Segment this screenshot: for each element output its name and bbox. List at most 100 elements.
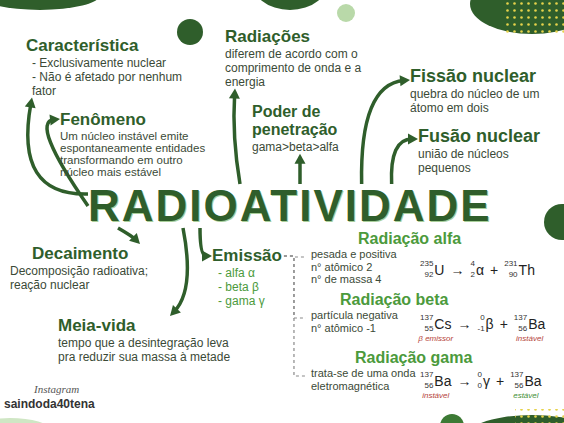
equation-operator: +: [490, 263, 498, 277]
node-heading: Meia-vida: [58, 316, 236, 336]
connector-line: [391, 139, 412, 184]
nuclide-number: 56: [518, 325, 527, 333]
arrow-head: [202, 251, 212, 262]
radiation-node: Radiação alfapesada e positivan° atômico…: [306, 230, 486, 286]
element-symbol: γ: [483, 374, 490, 388]
node-heading: Emissão: [212, 246, 282, 266]
nuclide-number: 137: [420, 371, 433, 379]
element-symbol: Ba: [528, 317, 545, 331]
connector-line: [284, 256, 306, 318]
nuclide-number: 235: [420, 260, 433, 268]
topic-node: Emissão- alfa α- beta β- gama γ: [212, 246, 282, 308]
pale-circle: [337, 4, 355, 22]
node-body: trata-se de uma onda eletromagnética: [306, 367, 416, 392]
nuclide-number: 137: [420, 314, 433, 322]
node-heading: Radiação beta: [306, 291, 486, 309]
nuclide-number: 56: [515, 382, 524, 390]
nuclide-number: 2: [470, 271, 474, 279]
connector-line: [234, 95, 240, 184]
connector-line: [174, 228, 187, 312]
element-symbol: Ba: [524, 374, 541, 388]
dot-pattern: [505, 0, 564, 36]
equation-operator: →: [457, 317, 471, 331]
nuclide-note: β emissor: [418, 335, 453, 343]
topic-node: Meia-vidatempo que a desintegração leva …: [58, 316, 236, 364]
topic-node: Característica- Exclusivamente nuclear- …: [26, 36, 208, 98]
dashed-connector: [284, 256, 306, 376]
node-heading: Poder de penetração: [252, 103, 360, 140]
bottom-circle: [440, 414, 464, 423]
nuclide-number: 55: [424, 325, 433, 333]
topic-node: FenômenoUm núcleo instável emite esponta…: [60, 110, 215, 178]
nuclide-number: 0: [477, 382, 481, 390]
topic-node: Fissão nuclearquebra do núcleo de um áto…: [410, 66, 558, 115]
node-body: - beta β: [212, 280, 282, 294]
nuclide-number: 0: [480, 314, 484, 322]
element-symbol: Ba: [434, 374, 451, 388]
element-symbol: Th: [519, 263, 535, 277]
node-body: gama>beta>alfa: [252, 140, 360, 154]
watermark-script: Instagram: [34, 384, 79, 395]
node-body: - Exclusivamente nuclear: [26, 56, 208, 70]
arrow-connector: [229, 89, 240, 184]
arrow-head: [50, 115, 60, 126]
nuclide-note: estável: [513, 392, 538, 400]
node-body: n° atômico -1: [306, 322, 416, 335]
node-heading: Fusão nuclear: [418, 126, 558, 147]
top-circle: [250, 0, 330, 10]
nuclide-number: 0: [477, 371, 481, 379]
element-symbol: β: [486, 317, 494, 331]
node-body: diferem de acordo com o comprimento de o…: [225, 47, 370, 89]
arrow-connector: [170, 228, 187, 316]
arrow-connector: [362, 75, 410, 184]
arrow-head: [129, 233, 140, 244]
node-heading: Característica: [26, 36, 208, 56]
node-body: - gama γ: [212, 294, 282, 308]
watermark: saindoda40tena: [4, 398, 95, 410]
nuclide-note: instável: [516, 335, 543, 343]
node-heading: Radiação alfa: [306, 230, 486, 248]
node-heading: Decaimento: [10, 244, 180, 264]
element-symbol: U: [434, 263, 444, 277]
dashed-connector: [284, 256, 306, 257]
arrow-connector: [295, 154, 306, 184]
topic-node: Poder de penetraçãogama>beta>alfa: [252, 103, 360, 154]
arrow-connector: [200, 228, 212, 262]
node-heading: Radiações: [225, 27, 370, 47]
arrow-head: [295, 154, 306, 164]
nuclide-number: 231: [504, 260, 517, 268]
pale-blob: [0, 418, 50, 423]
arrow-head: [170, 305, 181, 316]
node-body: tempo que a desintegração leva pra reduz…: [58, 336, 236, 364]
nuclide-number: 56: [424, 382, 433, 390]
node-body: Decomposição radioativa; reação nuclear: [10, 264, 180, 292]
arrow-head: [408, 134, 418, 145]
dashed-connector: [284, 256, 306, 318]
arrow-head: [25, 98, 36, 109]
equation-operator: +: [500, 317, 508, 331]
nuclide-number: 137: [510, 371, 523, 379]
node-body: - Não é afetado por nenhum fator: [26, 70, 208, 98]
nuclide-number: 92: [424, 271, 433, 279]
nuclide-number: 90: [509, 271, 518, 279]
small-circle: [177, 19, 203, 45]
nuclide-note: instável: [422, 392, 449, 400]
nuclide-number: -1: [477, 325, 484, 333]
arrow-head: [229, 89, 240, 99]
connector-line: [284, 256, 306, 257]
node-body: pesada e positiva: [306, 248, 416, 261]
topic-node: Fusão nuclearunião de núcleos pequenos: [418, 126, 558, 175]
node-heading: Fissão nuclear: [410, 66, 558, 87]
node-body: n° atômico 2: [306, 261, 416, 274]
connector-line: [362, 80, 404, 184]
element-symbol: Cs: [434, 317, 451, 331]
nuclide-number: 4: [470, 260, 474, 268]
topic-node: DecaimentoDecomposição radioativa; reaçã…: [10, 244, 180, 292]
central-title: RADIOATIVIDADE: [88, 184, 492, 228]
node-body: - alfa α: [212, 266, 282, 280]
equation-operator: +: [496, 374, 504, 388]
node-body: Um núcleo instável emite espontaneamente…: [60, 130, 215, 178]
equation-operator: →: [450, 263, 464, 277]
connector-line: [284, 256, 306, 376]
